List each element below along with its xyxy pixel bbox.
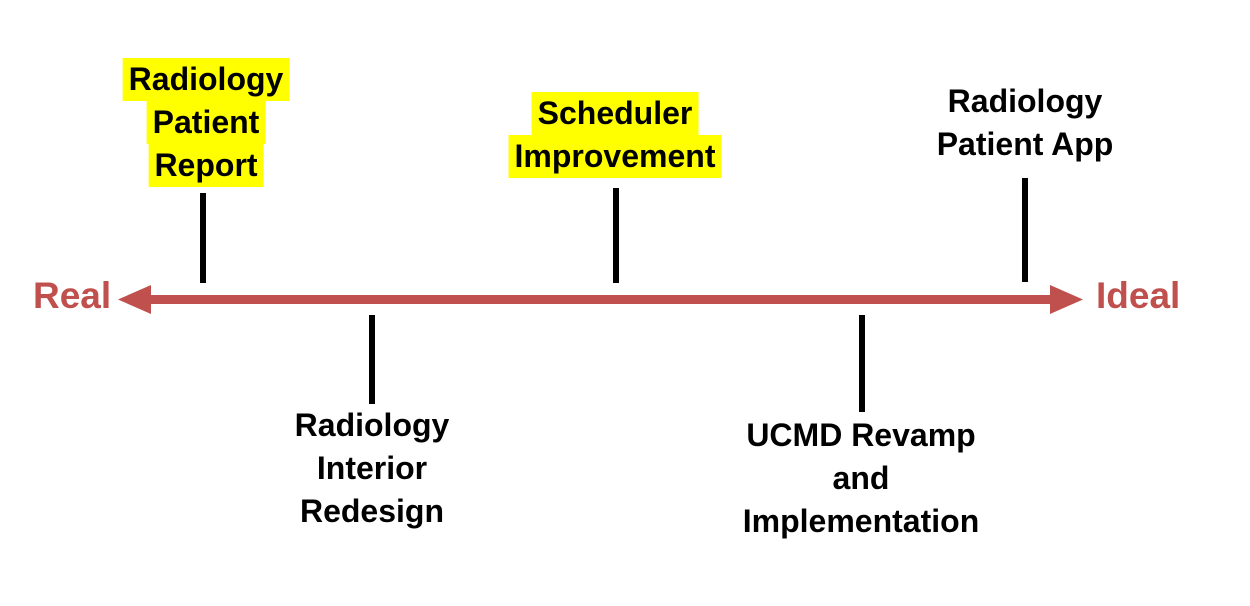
milestone-label-line: UCMD Revamp [746,417,976,453]
axis-end-label-ideal: Ideal [1096,275,1181,316]
milestone-label-line: and [832,460,890,496]
left-arrowhead-icon [118,285,151,314]
milestone-label-line: Radiology [294,407,450,443]
tick-radiology-patient-app [1022,178,1028,282]
milestone-label-line: Implementation [742,503,980,539]
tick-scheduler-improvement [613,188,619,283]
milestone-label-line: Interior [316,450,428,486]
milestone-label-line: Patient App [936,126,1114,162]
milestone-label-line: Patient [146,101,266,144]
milestone-radiology-patient-report: Radiology Patient Report [122,58,290,187]
axis-end-label-real: Real [33,275,112,316]
tick-ucmd-revamp [859,315,865,412]
milestone-label-line: Report [148,144,264,187]
tick-radiology-interior-redesign [369,315,375,404]
axis-line [140,295,1060,304]
milestone-label-line: Improvement [508,135,722,178]
milestone-scheduler-improvement: Scheduler Improvement [508,92,722,178]
tick-radiology-patient-report [200,193,206,283]
milestone-ucmd-revamp: UCMD Revamp and Implementation [737,414,985,543]
milestone-label-line: Radiology [947,83,1103,119]
milestone-label-line: Scheduler [531,92,699,135]
milestone-label-line: Redesign [299,493,445,529]
milestone-radiology-patient-app: Radiology Patient App [931,80,1120,166]
milestone-label-line: Radiology [122,58,290,101]
milestone-radiology-interior-redesign: Radiology Interior Redesign [289,404,456,533]
right-arrowhead-icon [1050,285,1083,314]
